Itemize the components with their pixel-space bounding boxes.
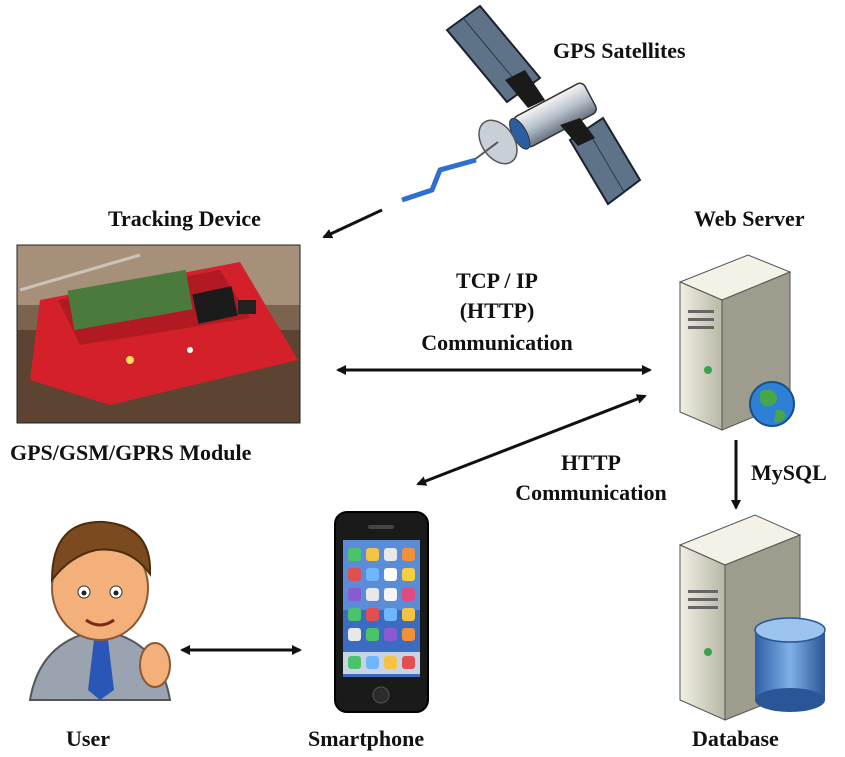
signal-arrow	[322, 208, 383, 239]
label-web-server: Web Server	[694, 206, 805, 231]
label-smartphone: Smartphone	[308, 726, 425, 751]
label-gps-gsm-gprs-module: GPS/GSM/GPRS Module	[10, 440, 252, 465]
globe-icon	[749, 381, 795, 427]
user-avatar-icon	[28, 520, 172, 701]
label-user: User	[66, 726, 110, 751]
label-http-communication: Communication	[515, 480, 667, 505]
label-tcp-communication: Communication	[421, 330, 573, 355]
smartphone-app-grid	[343, 548, 420, 674]
label-http-paren: (HTTP)	[459, 298, 535, 323]
label-gps-satellites: GPS Satellites	[553, 38, 686, 63]
label-tcp-ip: TCP / IP	[456, 268, 538, 293]
label-database: Database	[692, 726, 779, 751]
label-mysql: MySQL	[751, 460, 827, 485]
satellite-icon	[401, 4, 642, 206]
http-arrow	[416, 394, 647, 486]
database-cylinder-icon	[754, 617, 826, 712]
label-tracking-device: Tracking Device	[108, 206, 261, 231]
tracking-device-photo	[16, 244, 301, 424]
label-http: HTTP	[561, 450, 621, 475]
